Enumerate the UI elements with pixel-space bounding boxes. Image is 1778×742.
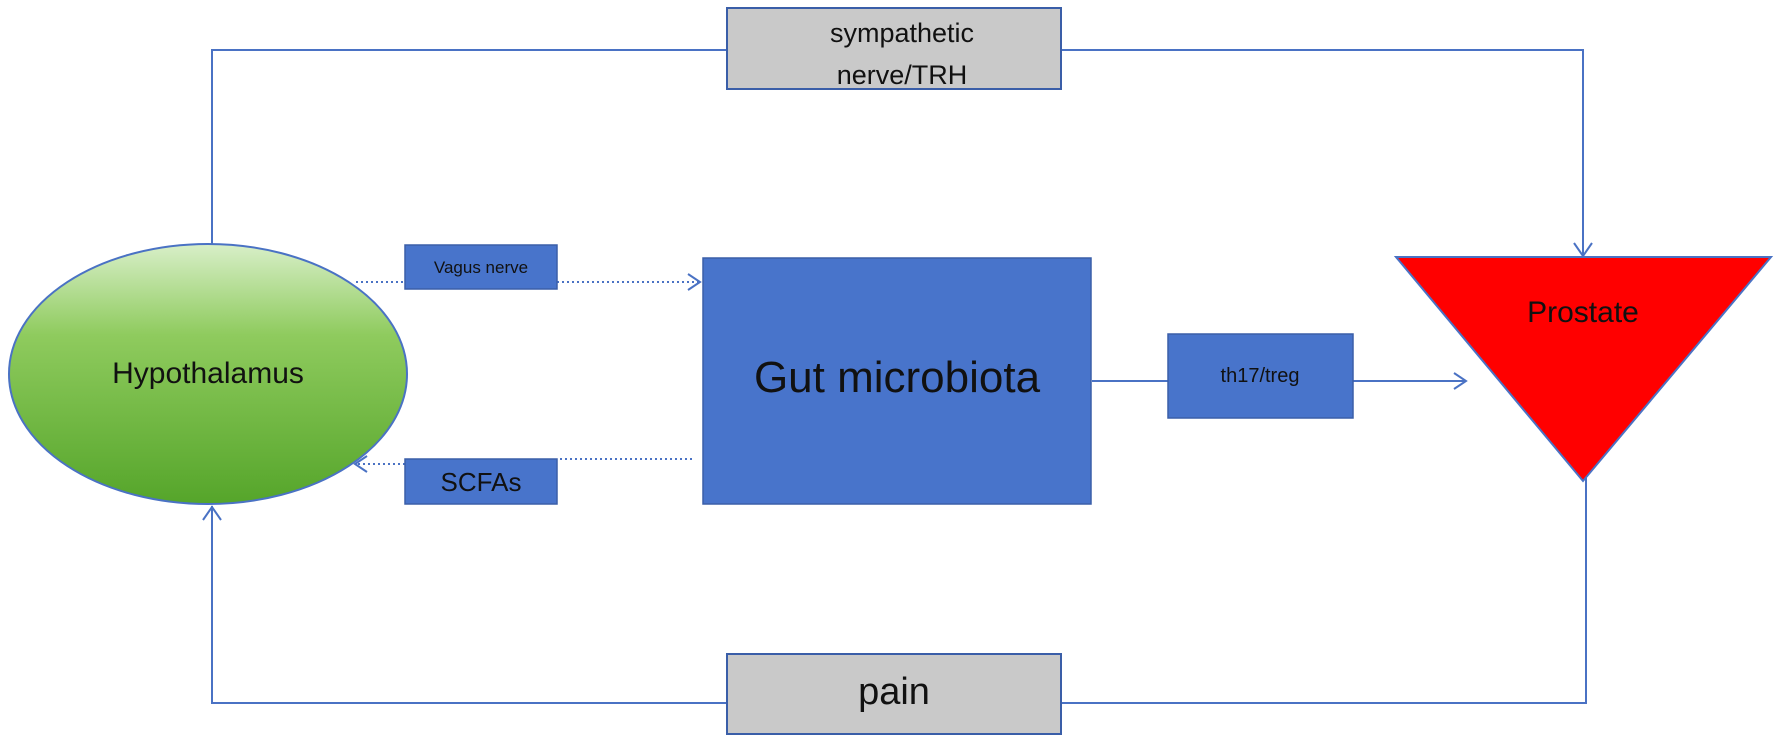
sympathetic-nerve-trh-box: sympathetic nerve/TRH (726, 7, 1062, 90)
gut-microbiota-node: Gut microbiota (702, 257, 1092, 505)
th17-treg-box: th17/treg (1167, 333, 1354, 419)
pain-label: pain (858, 671, 930, 713)
scfas-box: SCFAs (404, 458, 558, 505)
hypothalamus-label: Hypothalamus (112, 357, 304, 390)
scfas-arrow (353, 455, 692, 473)
connector-bottom-loop (202, 478, 1587, 704)
gut-to-prostate-arrow (1092, 372, 1468, 390)
scfas-label: SCFAs (441, 467, 522, 497)
prostate-node: Prostate (1393, 256, 1774, 483)
vagus-nerve-arrow (356, 273, 702, 291)
prostate-label: Prostate (1527, 296, 1639, 329)
vagus-nerve-label: Vagus nerve (434, 258, 528, 277)
sympathetic-label-line2: nerve/TRH (837, 60, 968, 90)
sympathetic-label-line1: sympathetic (830, 18, 974, 48)
hypothalamus-node: Hypothalamus (8, 243, 408, 505)
th17-treg-label: th17/treg (1221, 365, 1300, 387)
pain-box: pain (726, 653, 1062, 735)
vagus-nerve-box: Vagus nerve (404, 244, 558, 290)
gut-microbiota-label: Gut microbiota (754, 353, 1041, 402)
